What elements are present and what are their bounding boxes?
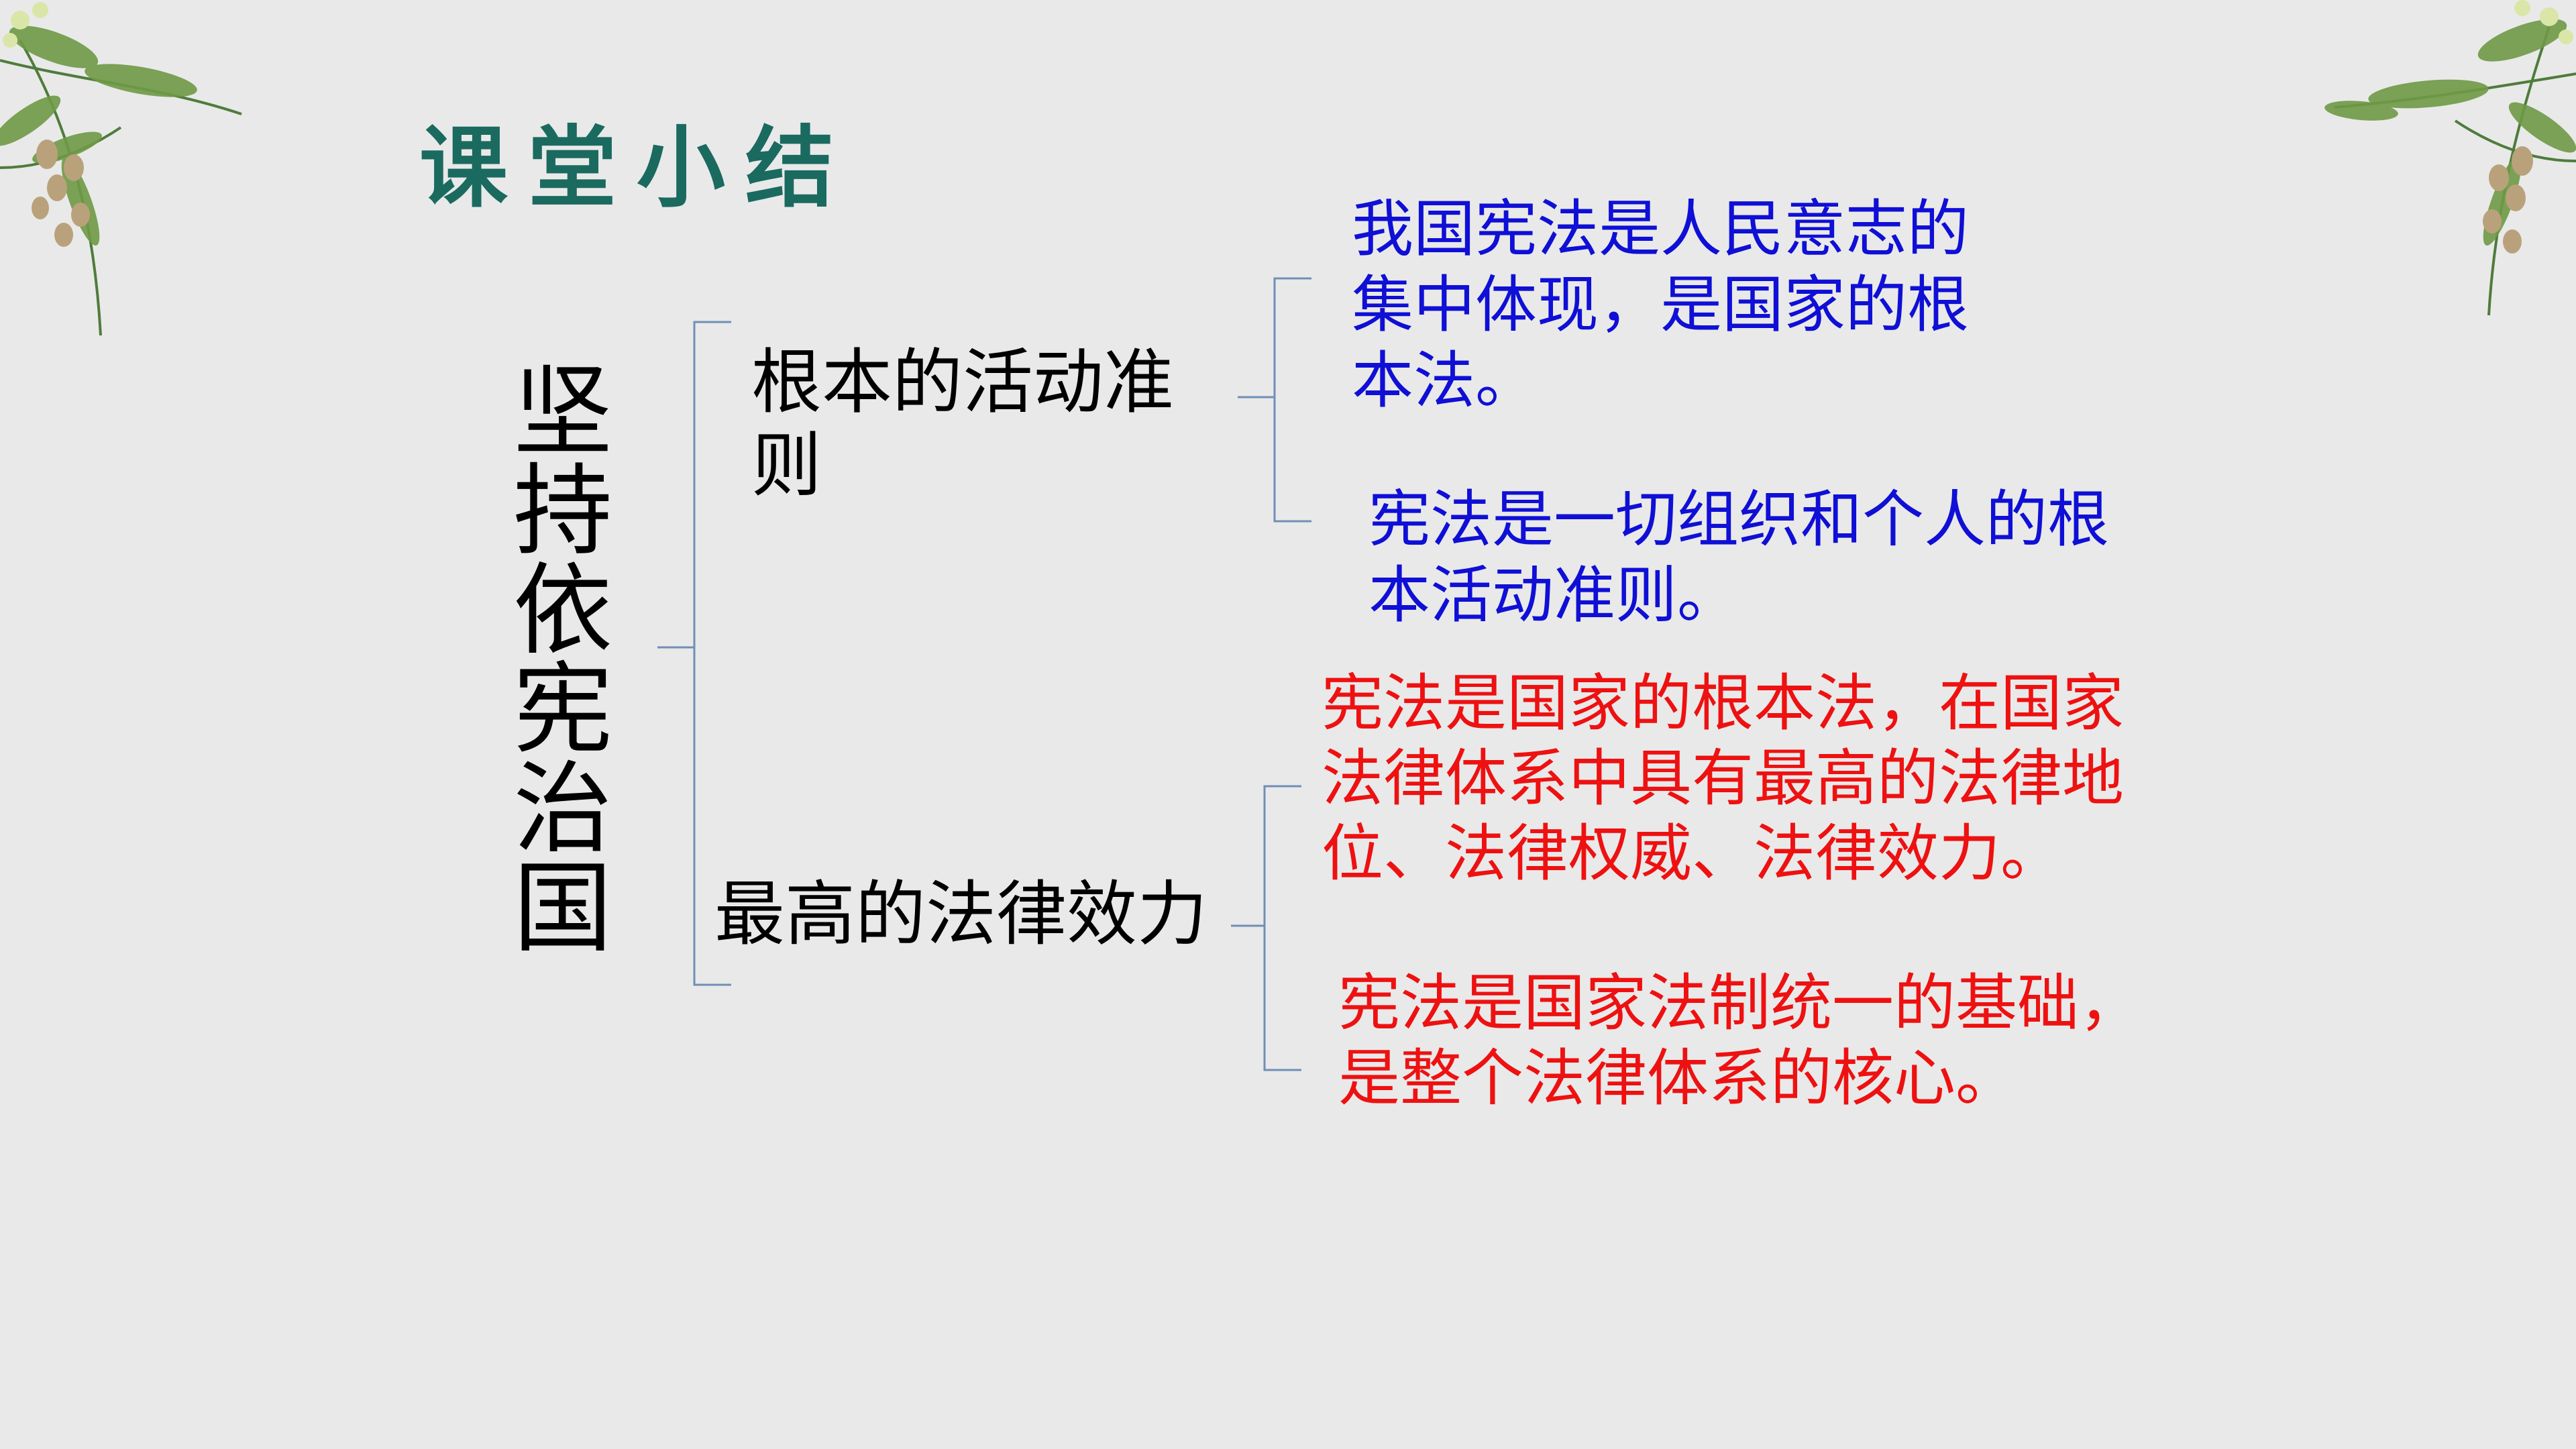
point-highest-status: 宪法是国家的根本法，在国家法律体系中具有最高的法律地位、法律权威、法律效力。: [1322, 667, 2125, 890]
branch1-bracket: [1273, 277, 1311, 523]
main-bracket: [693, 321, 731, 986]
slide-title: 课堂小结: [419, 116, 854, 220]
point-fundamental-law: 我国宪法是人民意志的集中体现，是国家的根本法。: [1352, 193, 1970, 417]
branch2-bracket: [1263, 785, 1301, 1071]
branch-label-fundamental-norm: 根本的活动准则: [751, 341, 1175, 506]
leaf-branch-left-icon: [0, 2, 242, 336]
branch-label-highest-effect: 最高的法律效力: [714, 873, 1208, 955]
point-legal-unity: 宪法是国家法制统一的基础，是整个法律体系的核心。: [1338, 967, 2141, 1114]
leaf-branch-right-icon: [2324, 0, 2576, 316]
main-topic: 坚持依宪治国: [513, 354, 612, 966]
point-activity-norm: 宪法是一切组织和个人的根本活动准则。: [1368, 484, 2110, 631]
